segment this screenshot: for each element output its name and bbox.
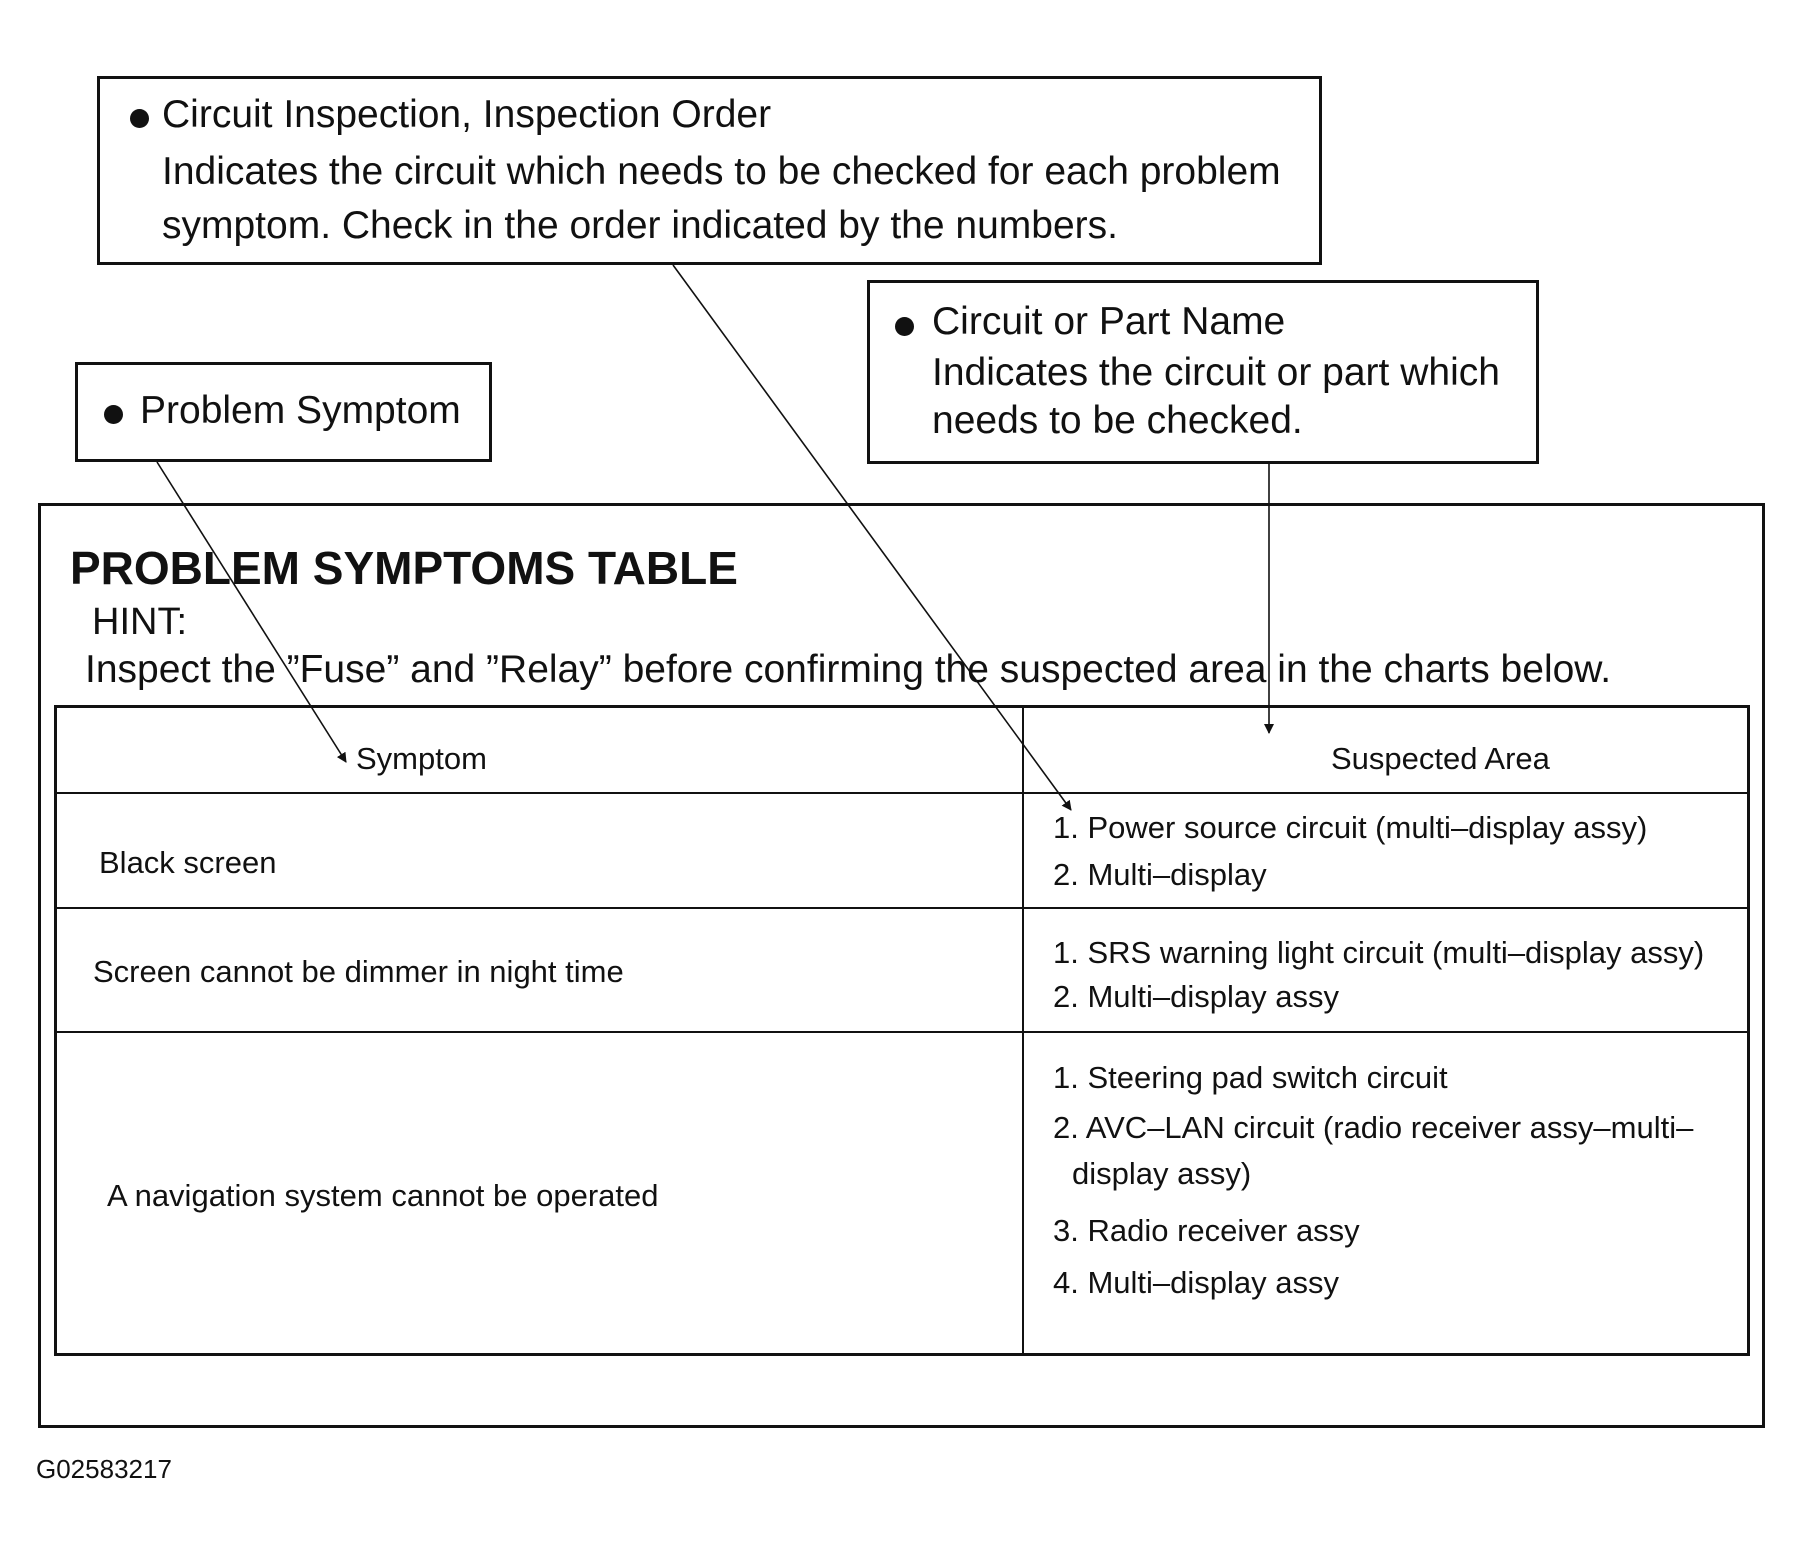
callout-description-line: Indicates the circuit which needs to be … <box>162 150 1281 193</box>
callout-inspection-order: Circuit Inspection, Inspection Order Ind… <box>97 76 1322 265</box>
table-title: PROBLEM SYMPTOMS TABLE <box>70 542 738 594</box>
callout-problem-symptom: Problem Symptom <box>75 362 492 462</box>
bullet-icon <box>895 317 914 336</box>
row-divider <box>57 907 1747 909</box>
callout-description: Indicates the circuit which needs to be … <box>162 145 1281 253</box>
suspected-area-item: 1. Steering pad switch circuit <box>1053 1060 1448 1095</box>
bullet-icon <box>104 405 123 424</box>
row-divider <box>57 792 1747 794</box>
bullet-icon <box>130 109 149 128</box>
suspected-area-item: 3. Radio receiver assy <box>1053 1213 1360 1248</box>
suspected-area-item: 2. Multi–display assy <box>1053 979 1340 1014</box>
callout-description-line: Indicates the circuit or part which <box>932 351 1500 394</box>
suspected-area-item: 4. Multi–display assy <box>1053 1265 1340 1300</box>
suspected-area-item: 1. SRS warning light circuit (multi–disp… <box>1053 935 1705 970</box>
callout-description: Indicates the circuit or part which need… <box>932 349 1500 445</box>
suspected-area-item: 2. Multi–display <box>1053 857 1267 892</box>
figure-reference-id: G02583217 <box>36 1454 172 1484</box>
suspected-area-item: 1. Power source circuit (multi–display a… <box>1053 810 1648 845</box>
symptoms-table: Symptom Suspected Area Black screen 1. P… <box>54 705 1750 1356</box>
column-divider <box>1022 708 1024 1353</box>
callout-title: Problem Symptom <box>140 389 461 432</box>
suspected-area-item: 2. AVC–LAN circuit (radio receiver assy–… <box>1053 1110 1694 1145</box>
suspected-area-item: display assy) <box>1072 1156 1252 1191</box>
header-suspected-area: Suspected Area <box>1331 741 1550 776</box>
callout-description-line: symptom. Check in the order indicated by… <box>162 204 1118 247</box>
header-symptom: Symptom <box>356 741 487 776</box>
callout-title: Circuit Inspection, Inspection Order <box>162 93 772 136</box>
table-row-symptom: Screen cannot be dimmer in night time <box>93 954 624 989</box>
row-divider <box>57 1031 1747 1033</box>
callout-title: Circuit or Part Name <box>932 300 1286 343</box>
hint-label: HINT: <box>92 601 187 643</box>
callout-description-line: needs to be checked. <box>932 399 1303 442</box>
table-row-symptom: Black screen <box>99 845 277 880</box>
callout-circuit-or-part-name: Circuit or Part Name Indicates the circu… <box>867 280 1539 464</box>
table-row-symptom: A navigation system cannot be operated <box>107 1178 659 1213</box>
hint-text: Inspect the ”Fuse” and ”Relay” before co… <box>85 648 1612 691</box>
